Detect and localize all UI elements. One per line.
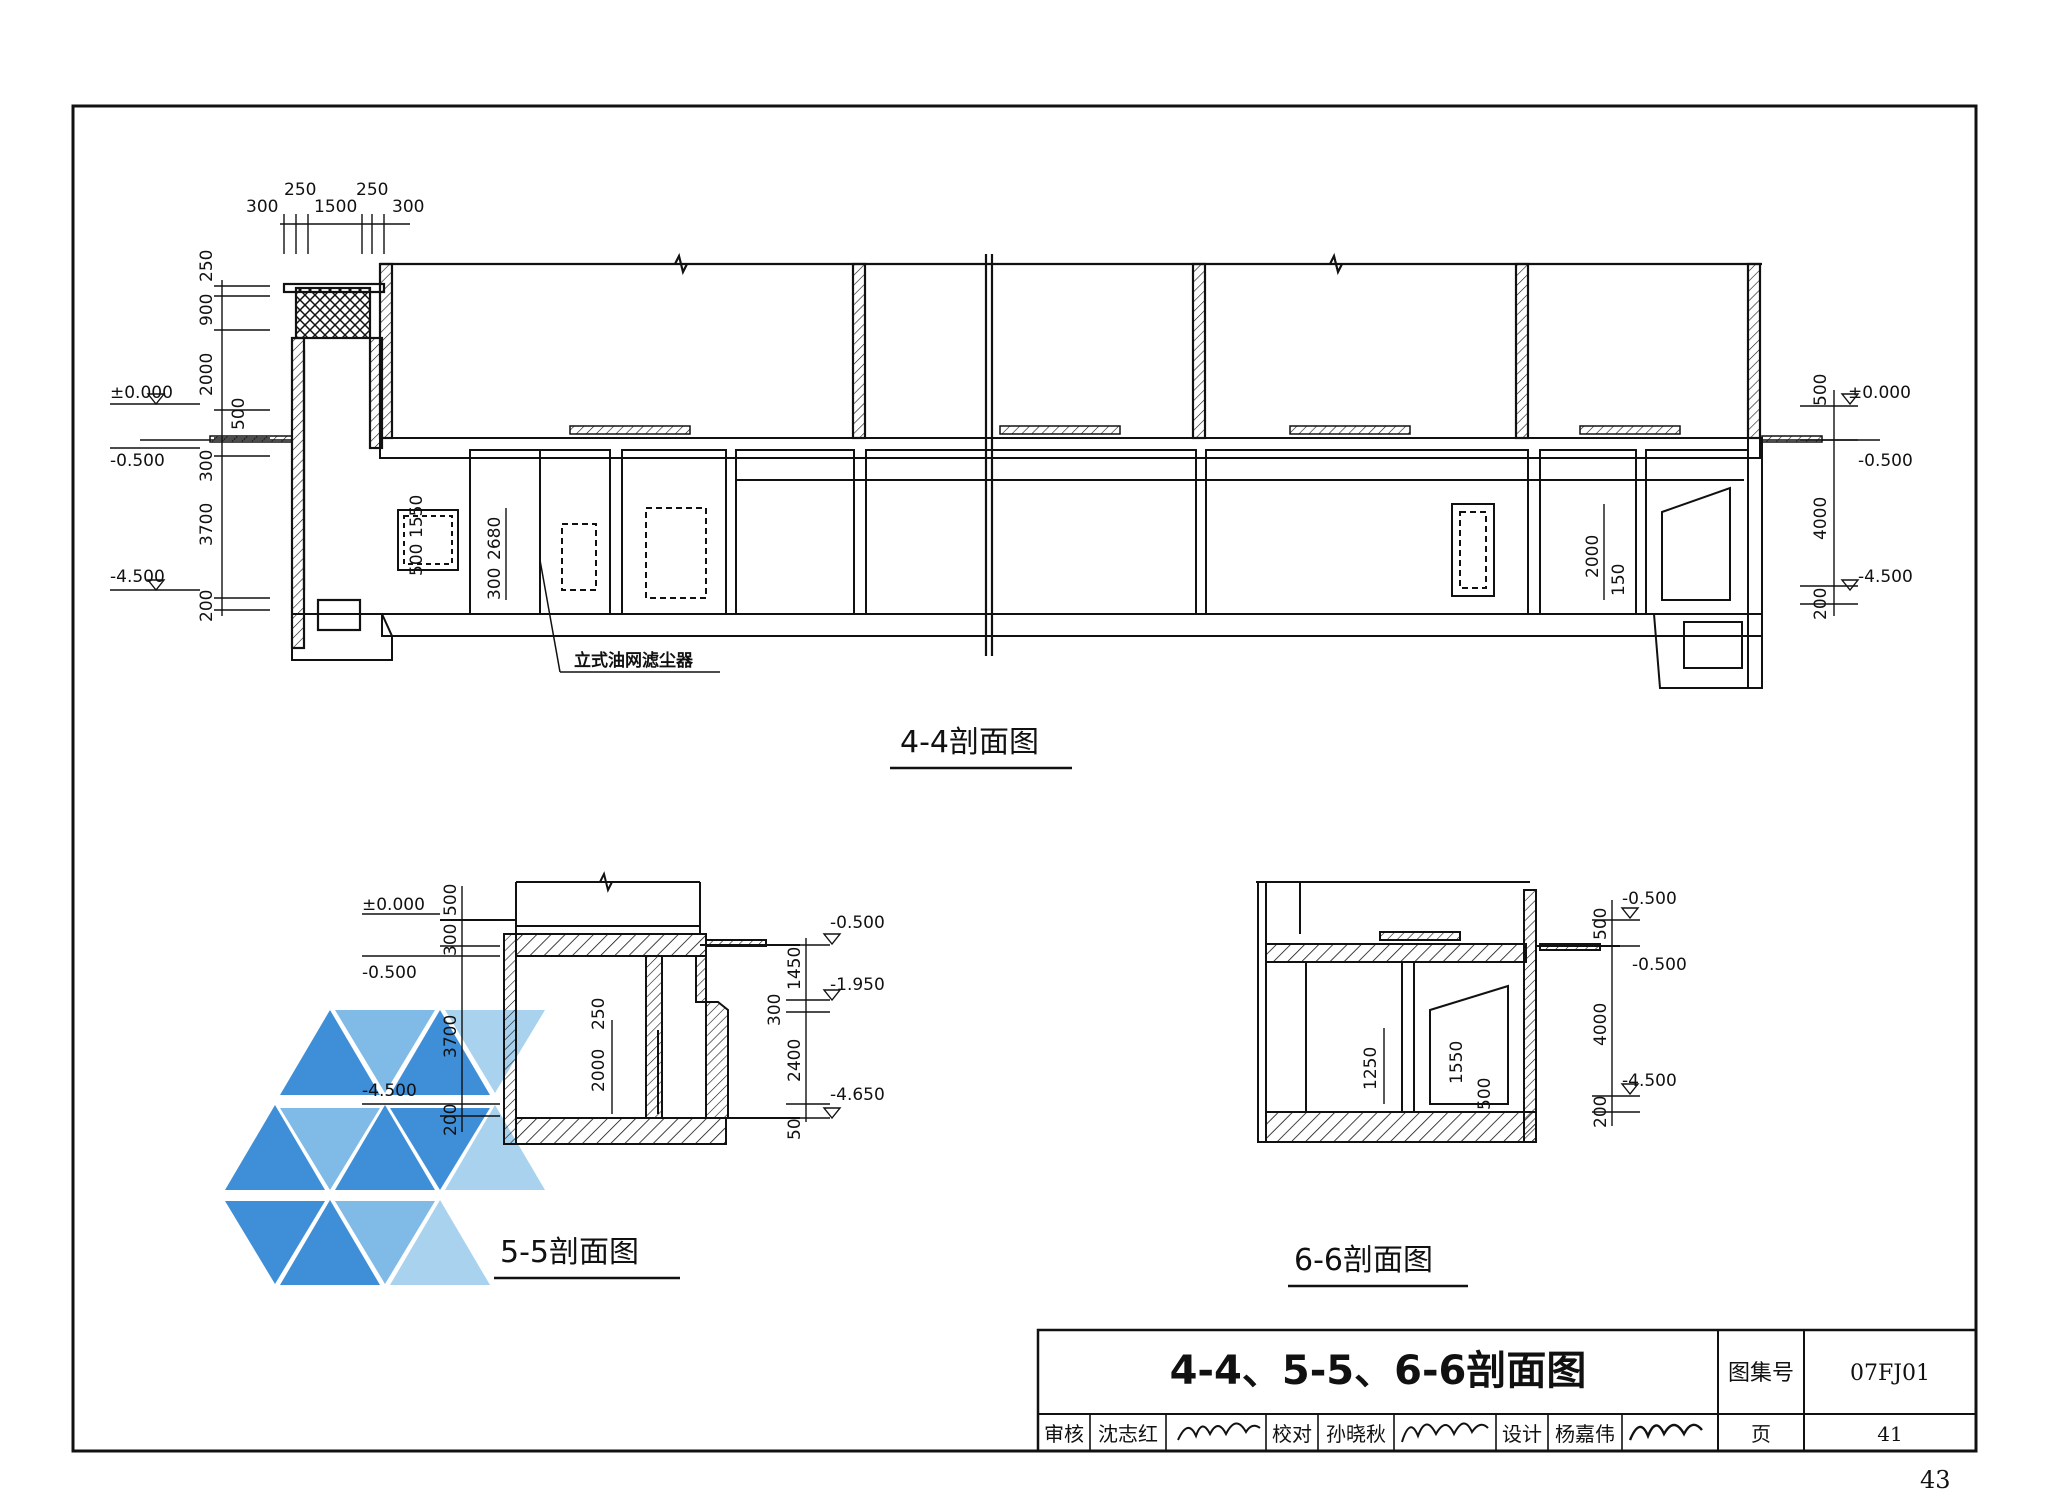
dim-left-900: 900 (197, 294, 217, 326)
atlas-label: 图集号 (1728, 1361, 1794, 1386)
page-label: 页 (1751, 1422, 1771, 1446)
left-pit (291, 613, 393, 661)
s66-dim-4000: 4000 (1591, 1003, 1611, 1046)
top-dims: 300 250 1500 250 300 (246, 180, 424, 254)
s55-elev-right-0: -0.500 (830, 913, 885, 933)
right-pit (1652, 613, 1763, 689)
check-label: 校对 (1272, 1422, 1312, 1446)
dim-left-500: 500 (229, 398, 249, 430)
s55-elev-right-1: -1.950 (830, 975, 885, 995)
s66-inner-dims: 1250 1550 500 (1361, 1028, 1495, 1110)
s55-dim-300: 300 (441, 924, 461, 956)
roof-slab (379, 437, 1761, 459)
s55-dim-500: 500 (441, 884, 461, 916)
s55-dim-250: 250 (589, 998, 609, 1030)
atlas-number: 07FJ01 (1850, 1361, 1930, 1386)
ground-lines (140, 425, 1880, 443)
section-6-6: 1250 1550 500 500 4000 200 -0.500 -0.500… (1256, 881, 1687, 1288)
elev-left-2: -4.500 (110, 567, 165, 587)
s66-dim-200: 200 (1591, 1096, 1611, 1128)
dim-left-250: 250 (197, 250, 217, 282)
upper-structure (378, 252, 1762, 656)
s55-dim-3700: 3700 (441, 1015, 461, 1058)
dim-top-1: 300 (246, 197, 278, 217)
rooms (397, 449, 1749, 615)
dim-left-200: 200 (197, 590, 217, 622)
page-no: 41 (1877, 1422, 1902, 1446)
section-6-6-title: 6-6剖面图 (1294, 1243, 1433, 1278)
dim-top-5: 300 (392, 197, 424, 217)
dim-inner-2680: 2680 (485, 517, 505, 560)
elev-right-0: ±0.000 (1848, 383, 1911, 403)
filter-note: 立式油网滤尘器 (574, 650, 694, 671)
s55-dim-2400: 2400 (785, 1039, 805, 1082)
dim-top-3: 1500 (314, 197, 357, 217)
elev-right-2: -4.500 (1858, 567, 1913, 587)
dim-top-4: 250 (356, 180, 388, 200)
dim-right-200: 200 (1811, 588, 1831, 620)
s66-right-dims: 500 4000 200 -0.500 -0.500 -4.500 (1591, 889, 1687, 1128)
s66-dim-500: 500 (1475, 1078, 1495, 1110)
dim-top-2: 250 (284, 180, 316, 200)
s66-elev-1: -0.500 (1632, 955, 1687, 975)
s55-dim-300r: 300 (765, 994, 785, 1026)
right-dims: 500 4000 200 ±0.000 -0.500 -4.500 (1800, 374, 1913, 620)
left-dims: 250 900 2000 500 300 3700 200 (197, 250, 270, 622)
reviewer-name: 沈志红 (1098, 1422, 1158, 1446)
elev-left-1: -0.500 (110, 451, 165, 471)
s55-dim-200: 200 (441, 1104, 461, 1136)
section-5-5: 500 300 3700 200 ±0.000 -0.500 -4.500 25… (362, 871, 885, 1280)
design-label: 设计 (1502, 1422, 1542, 1446)
s55-elev-left-1: -0.500 (362, 963, 417, 983)
s55-elev-left-2: -4.500 (362, 1081, 417, 1101)
floor-slab (381, 613, 1763, 637)
dim-inner-1550: 1550 (407, 495, 427, 538)
elev-left-0: ±0.000 (110, 383, 173, 403)
inner-dims: 500 1550 300 2680 2000 150 (407, 495, 1629, 600)
s55-elev-left-0: ±0.000 (362, 895, 425, 915)
dim-inner-500: 500 (407, 544, 427, 576)
checker-signature (1401, 1422, 1489, 1443)
designer-name: 杨嘉伟 (1555, 1422, 1615, 1446)
drawing-title: 4-4、5-5、6-6剖面图 (1170, 1348, 1587, 1394)
s66-elev-2: -4.500 (1622, 1071, 1677, 1091)
s55-elev-right-2: -4.650 (830, 1085, 885, 1105)
ventilation-shaft (282, 282, 386, 650)
dim-left-2000: 2000 (197, 353, 217, 396)
watermark-logo (225, 1010, 545, 1285)
left-elevations: ±0.000 -0.500 -4.500 (110, 383, 200, 592)
s66-dim-500r: 500 (1591, 908, 1611, 940)
s55-dim-50: 50 (785, 1118, 805, 1140)
s55-dim-2000: 2000 (589, 1049, 609, 1092)
section-4-4-title: 4-4剖面图 (900, 725, 1039, 760)
s66-elev-0: -0.500 (1622, 889, 1677, 909)
review-label: 审核 (1044, 1422, 1084, 1446)
section-5-5-title: 5-5剖面图 (500, 1235, 639, 1270)
reviewer-signature (1177, 1422, 1261, 1441)
s66-dim-1550: 1550 (1447, 1041, 1467, 1084)
dim-inner-2000: 2000 (1583, 535, 1603, 578)
dim-inner-300: 300 (485, 568, 505, 600)
s55-left-dims: 500 300 3700 200 ±0.000 -0.500 -4.500 (362, 884, 500, 1136)
s55-right-dims: 1450 300 2400 50 -0.500 -1.950 -4.650 (765, 913, 885, 1140)
sheet-frame (71, 104, 1978, 1453)
elev-right-1: -0.500 (1858, 451, 1913, 471)
dim-left-3700: 3700 (197, 503, 217, 546)
title-block: 4-4、5-5、6-6剖面图 图集号 07FJ01 审核 沈志红 校对 孙晓秋 … (1036, 1328, 1978, 1453)
dim-right-4000: 4000 (1811, 497, 1831, 540)
section-4-4: 立式油网滤尘器 300 250 1500 250 300 (110, 180, 1913, 770)
right-wall (1747, 437, 1763, 689)
dim-right-500: 500 (1811, 374, 1831, 406)
filter-callout: 立式油网滤尘器 (539, 559, 720, 673)
dim-inner-150: 150 (1609, 564, 1629, 596)
dim-left-300: 300 (197, 450, 217, 482)
designer-signature (1628, 1423, 1703, 1441)
s66-dim-1250: 1250 (1361, 1047, 1381, 1090)
checker-name: 孙晓秋 (1326, 1422, 1386, 1446)
sheet-page-number: 43 (1920, 1466, 1951, 1494)
s55-inner-dims: 250 2000 (589, 998, 613, 1114)
s55-dim-1450: 1450 (785, 947, 805, 990)
